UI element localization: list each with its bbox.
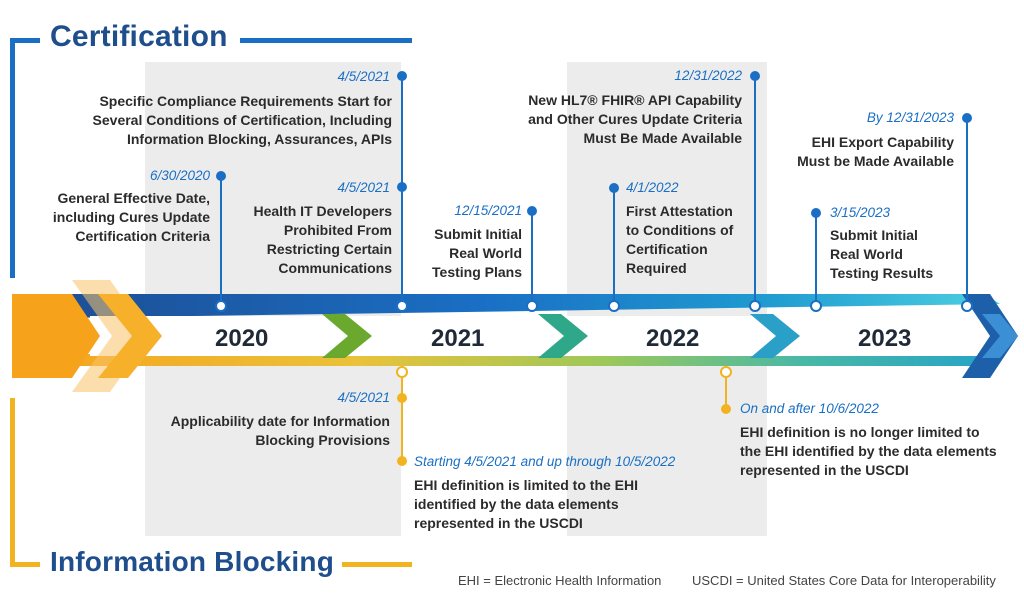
information-blocking-title: Information Blocking [50, 546, 334, 577]
certification-bracket-left [10, 38, 40, 43]
year-label-2022: 2022 [646, 325, 700, 352]
marker-node-12-31-2022 [749, 300, 761, 312]
marker-line-12-15-2021 [531, 211, 533, 306]
marker-dot-12-15-2021 [527, 206, 537, 216]
marker-node-4-5-2021 [396, 300, 408, 312]
marker-line-6-30-2020 [220, 176, 222, 306]
marker-line-3-15-2023 [815, 213, 817, 306]
ib-dot-starting-4-5-2021 [397, 456, 407, 466]
ib-date-4-5-2021: 4/5/2021 [337, 390, 390, 405]
cert-date-4-5-2021-b: 4/5/2021 [337, 180, 390, 195]
ib-dot-4-5-2021 [397, 393, 407, 403]
marker-dot-12-31-2022 [750, 71, 760, 81]
cert-text-12-31-2022: New HL7® FHIR® API Capability and Other … [528, 92, 742, 146]
cert-date-12-31-2022: 12/31/2022 [674, 68, 742, 83]
cert-text-6-30-2020: General Effective Date, including Cures … [52, 190, 210, 244]
marker-dot-12-31-2023 [962, 113, 972, 123]
marker-node-12-15-2021 [526, 300, 538, 312]
certification-title: Certification [50, 20, 228, 53]
cert-text-4-5-2021-a: Specific Compliance Requirements Start f… [92, 93, 392, 147]
marker-dot-4-5-2021-a [397, 71, 407, 81]
ib-line-4-5-2021 [401, 378, 403, 462]
cert-date-6-30-2020: 6/30/2020 [149, 168, 210, 183]
year-label-2020: 2020 [215, 325, 269, 352]
marker-dot-3-15-2023 [811, 208, 821, 218]
ib-text-starting-4-5-2021: EHI definition is limited to the EHI ide… [414, 477, 639, 531]
cert-date-12-15-2021: 12/15/2021 [454, 203, 522, 218]
marker-dot-6-30-2020 [216, 171, 226, 181]
marker-line-4-1-2022 [613, 188, 615, 306]
marker-dot-4-1-2022 [609, 183, 619, 193]
ib-dot-10-6-2022 [721, 404, 731, 414]
ib-text-4-5-2021: Applicability date for Information Block… [170, 413, 390, 448]
ib-line-10-6-2022 [725, 378, 727, 408]
info-blocking-bracket-right [342, 562, 412, 567]
cert-text-12-15-2021: Submit Initial Real World Testing Plans [432, 226, 522, 280]
footnote-uscdi: USCDI = United States Core Data for Inte… [692, 573, 996, 588]
marker-node-6-30-2020 [215, 300, 227, 312]
ib-date-10-6-2022: On and after 10/6/2022 [740, 401, 879, 416]
cert-text-by-12-31-2023: EHI Export Capability Must be Made Avail… [797, 134, 954, 169]
ib-text-10-6-2022: EHI definition is no longer limited to t… [740, 424, 997, 478]
certification-bracket-right [240, 38, 412, 43]
cert-date-4-1-2022: 4/1/2022 [626, 180, 679, 195]
marker-line-12-31-2023 [966, 118, 968, 306]
marker-node-3-15-2023 [810, 300, 822, 312]
cert-text-4-1-2022: First Attestation to Conditions of Certi… [626, 203, 734, 276]
info-blocking-bracket [10, 398, 15, 566]
marker-node-12-31-2023 [961, 300, 973, 312]
cert-date-by-12-31-2023: By 12/31/2023 [866, 110, 954, 125]
marker-line-12-31-2022 [754, 76, 756, 306]
cert-text-3-15-2023: Submit Initial Real World Testing Result… [830, 227, 934, 281]
cert-date-4-5-2021-a: 4/5/2021 [337, 69, 390, 84]
ib-node-10-6-2022 [720, 366, 732, 378]
info-blocking-bracket-left [10, 562, 40, 567]
cert-date-3-15-2023: 3/15/2023 [830, 205, 891, 220]
certification-bracket [10, 38, 15, 278]
year-label-2023: 2023 [858, 325, 912, 352]
marker-dot-4-5-2021-b [397, 182, 407, 192]
ib-node-4-5-2021 [396, 366, 408, 378]
ib-date-starting-4-5-2021: Starting 4/5/2021 and up through 10/5/20… [414, 454, 676, 469]
year-label-2021: 2021 [431, 325, 485, 352]
cert-text-4-5-2021-b: Health IT Developers Prohibited From Res… [253, 203, 393, 276]
footnote-ehi: EHI = Electronic Health Information [458, 573, 662, 588]
marker-node-4-1-2022 [608, 300, 620, 312]
